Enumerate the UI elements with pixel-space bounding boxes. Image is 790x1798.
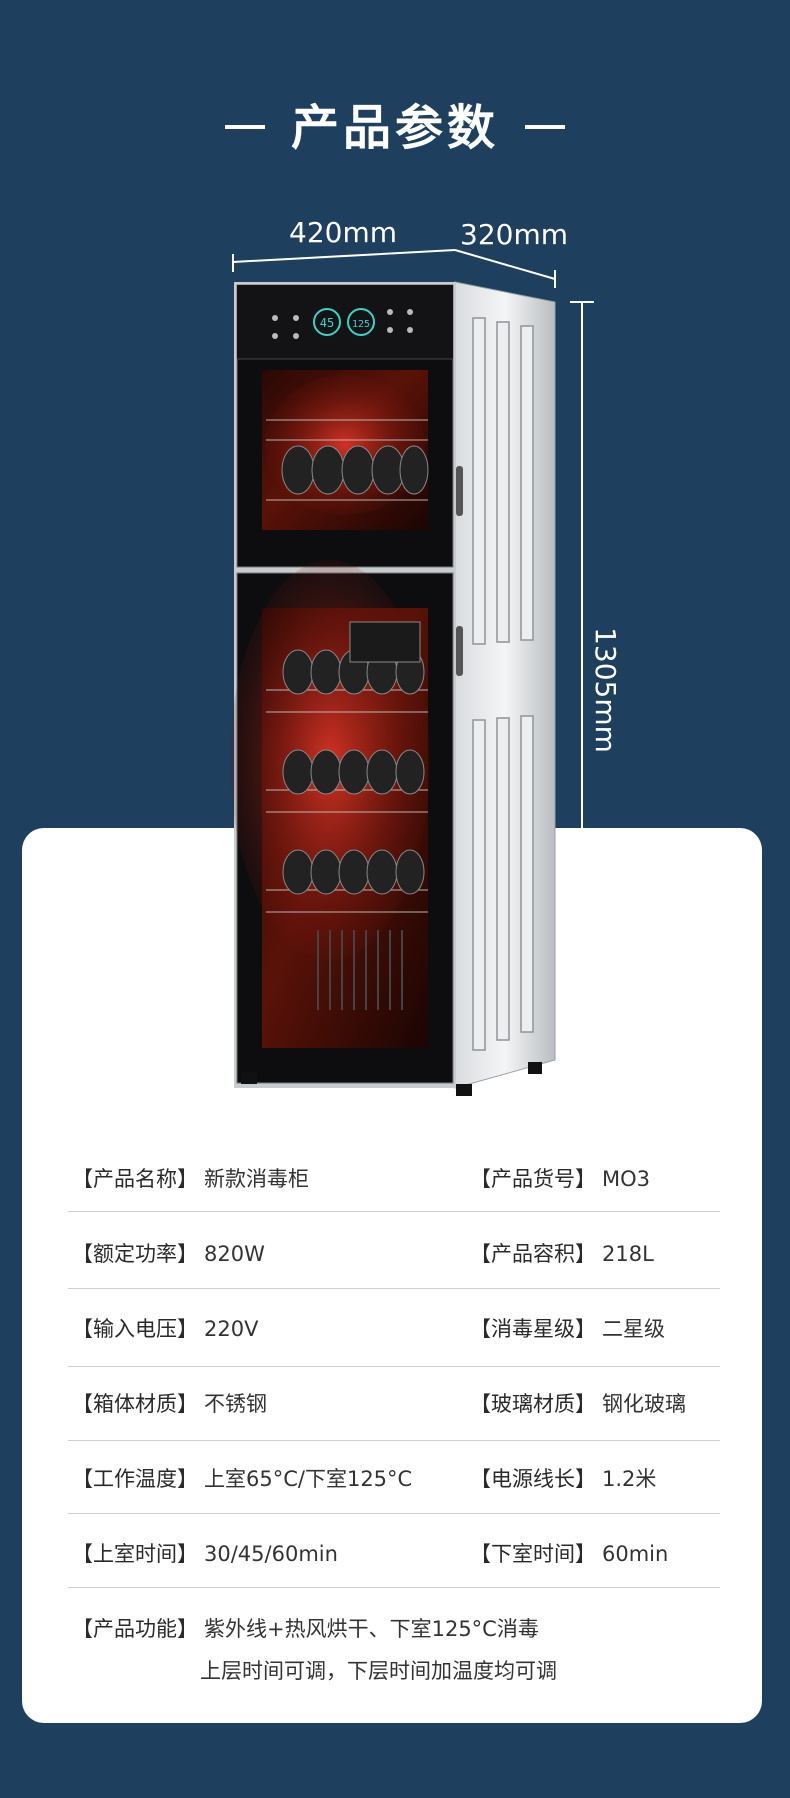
spec-label: 【工作温度】 xyxy=(72,1467,198,1491)
spec-value: 218L xyxy=(602,1242,654,1266)
control-panel xyxy=(272,308,413,339)
spec-disinfection-rating: 【消毒星级】二星级 xyxy=(470,1313,665,1343)
spec-cord-length: 【电源线长】1.2米 xyxy=(470,1463,656,1493)
spec-glass-material: 【玻璃材质】钢化玻璃 xyxy=(470,1388,686,1418)
spec-value: 220V xyxy=(204,1317,259,1341)
spec-value: 820W xyxy=(204,1242,265,1266)
spec-value: 不锈钢 xyxy=(204,1392,267,1416)
spec-label: 【下室时间】 xyxy=(470,1542,596,1566)
lower-timer-readout: 125 xyxy=(352,319,370,330)
cabinet-illustration: 420mm 320mm 1305mm xyxy=(230,216,622,1096)
upper-timer-readout: 45 xyxy=(320,316,334,330)
row-divider xyxy=(68,1211,720,1212)
spec-value: 60min xyxy=(602,1542,669,1566)
spec-value: 上层时间可调，下层时间加温度均可调 xyxy=(200,1659,557,1683)
spec-function-line-2: 上层时间可调，下层时间加温度均可调 xyxy=(200,1655,557,1685)
row-divider xyxy=(68,1288,720,1289)
spec-input-voltage: 【输入电压】220V xyxy=(72,1313,258,1343)
spec-label: 【产品货号】 xyxy=(470,1167,596,1191)
spec-body-material: 【箱体材质】不锈钢 xyxy=(72,1388,267,1418)
title-dash-right xyxy=(525,125,565,129)
spec-product-name: 【产品名称】新款消毒柜 xyxy=(72,1163,309,1193)
title-dash-left xyxy=(224,125,265,129)
spec-value: 新款消毒柜 xyxy=(204,1167,309,1191)
spec-value: MO3 xyxy=(602,1167,651,1191)
spec-label: 【箱体材质】 xyxy=(72,1392,198,1416)
spec-function: 【产品功能】紫外线+热风烘干、下室125°C消毒 xyxy=(72,1613,539,1643)
spec-value: 紫外线+热风烘干、下室125°C消毒 xyxy=(204,1617,539,1641)
spec-label: 【消毒星级】 xyxy=(470,1317,596,1341)
page-title: 产品参数 xyxy=(0,88,790,158)
spec-working-temperature: 【工作温度】上室65°C/下室125°C xyxy=(72,1463,412,1493)
spec-rated-power: 【额定功率】820W xyxy=(72,1238,265,1268)
cabinet-front: 45 125 xyxy=(230,282,542,1096)
spec-label: 【产品名称】 xyxy=(72,1167,198,1191)
spec-label: 【玻璃材质】 xyxy=(470,1392,596,1416)
spec-label: 【上室时间】 xyxy=(72,1542,198,1566)
depth-dimension-label: 320mm xyxy=(460,218,568,251)
spec-value: 1.2米 xyxy=(602,1467,657,1491)
spec-lower-time: 【下室时间】60min xyxy=(470,1538,668,1568)
cabinet-side-panel xyxy=(454,281,556,1089)
row-divider xyxy=(68,1587,720,1588)
spec-product-code: 【产品货号】MO3 xyxy=(470,1163,650,1193)
row-divider xyxy=(68,1513,720,1514)
spec-label: 【产品容积】 xyxy=(470,1242,596,1266)
spec-label: 【额定功率】 xyxy=(72,1242,198,1266)
row-divider xyxy=(68,1440,720,1441)
title-text: 产品参数 xyxy=(290,100,499,156)
height-dimension-label: 1305mm xyxy=(589,627,622,753)
spec-value: 上室65°C/下室125°C xyxy=(204,1467,413,1491)
spec-label: 【产品功能】 xyxy=(72,1617,198,1641)
spec-capacity: 【产品容积】218L xyxy=(470,1238,654,1268)
spec-upper-time: 【上室时间】30/45/60min xyxy=(72,1538,338,1568)
spec-value: 二星级 xyxy=(602,1317,665,1341)
width-dimension-label: 420mm xyxy=(289,216,397,249)
spec-label: 【输入电压】 xyxy=(72,1317,198,1341)
dimension-lines xyxy=(232,249,594,1079)
spec-value: 30/45/60min xyxy=(204,1542,338,1566)
spec-label: 【电源线长】 xyxy=(470,1467,596,1491)
spec-value: 钢化玻璃 xyxy=(602,1392,686,1416)
row-divider xyxy=(68,1366,720,1367)
